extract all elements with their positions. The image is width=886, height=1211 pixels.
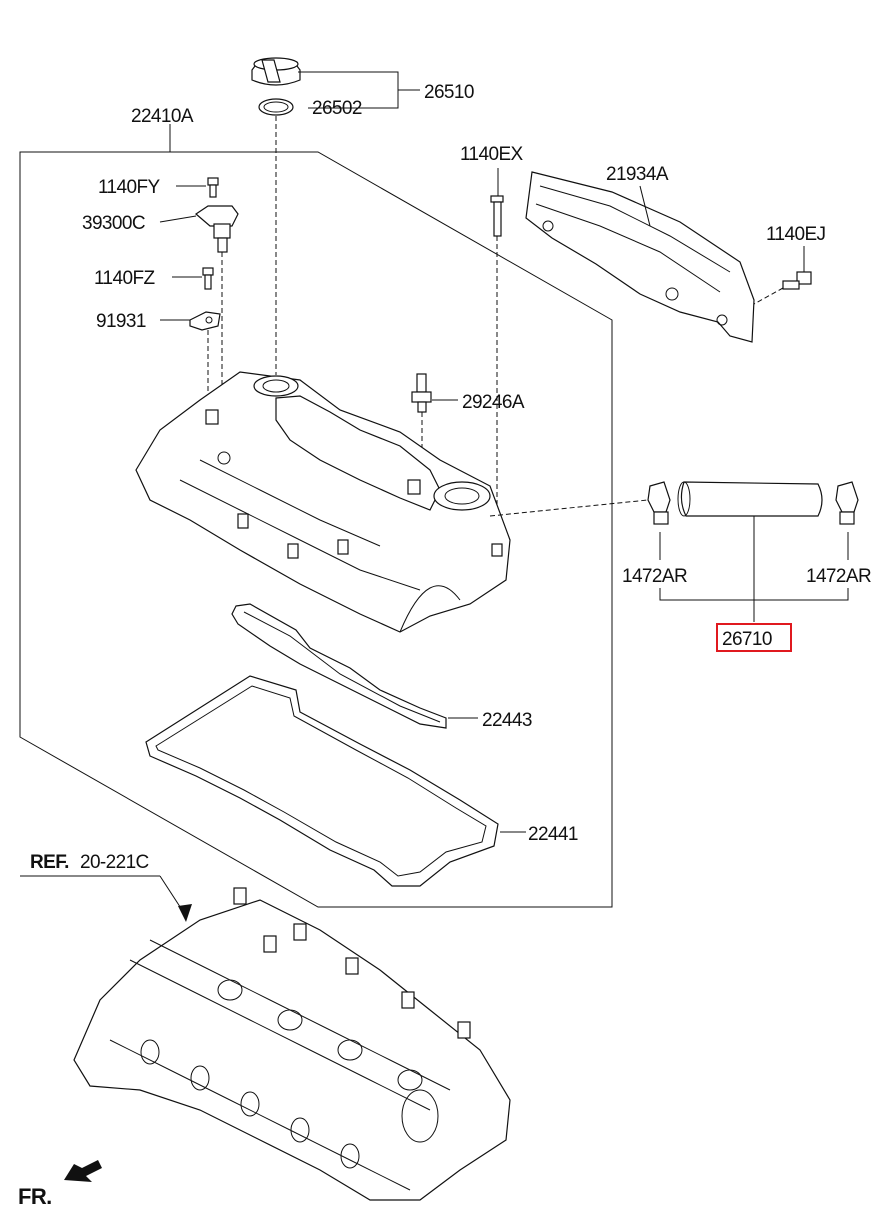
assembly-boundary — [19, 151, 613, 908]
label-1140ej[interactable]: 1140EJ — [766, 224, 826, 245]
dash-hose — [489, 499, 649, 517]
gasket-22441[interactable] — [145, 675, 499, 887]
cylinder-head-ref[interactable] — [73, 887, 511, 1201]
label-1140ex[interactable]: 1140EX — [460, 144, 524, 165]
label-ref-prefix: REF. — [30, 852, 69, 873]
label-26502[interactable]: 26502 — [312, 98, 362, 119]
label-1140fz[interactable]: 1140FZ — [94, 268, 156, 289]
oil-cap-gasket[interactable] — [258, 98, 294, 116]
bracket-91931[interactable] — [189, 311, 221, 331]
heat-shield-21934a[interactable] — [525, 171, 755, 343]
label-39300c[interactable]: 39300C — [82, 213, 146, 234]
gasket-22443[interactable] — [231, 603, 447, 729]
valve-cover[interactable] — [135, 371, 511, 633]
breather-hose-26710[interactable] — [677, 481, 823, 517]
label-26710[interactable]: 26710 — [722, 629, 772, 650]
bolt-1140fy[interactable] — [207, 177, 219, 198]
label-front: FR. — [18, 1184, 52, 1209]
label-1140fy[interactable]: 1140FY — [98, 177, 161, 198]
label-29246a[interactable]: 29246A — [462, 392, 525, 413]
bolt-1140fz[interactable] — [202, 267, 214, 290]
oil-filler-cap[interactable] — [251, 57, 301, 86]
label-22441[interactable]: 22441 — [528, 824, 578, 845]
front-arrow-icon — [64, 1160, 102, 1182]
clamp-right-1472ar[interactable] — [835, 481, 859, 525]
highlight-26710 — [716, 623, 792, 652]
leader-clamps-bottom — [659, 588, 849, 601]
label-22410a[interactable]: 22410A — [131, 106, 194, 127]
label-91931[interactable]: 91931 — [96, 311, 146, 332]
label-26510[interactable]: 26510 — [424, 82, 474, 103]
pcv-valve-29246a[interactable] — [411, 373, 432, 413]
ref-arrow-icon — [178, 904, 192, 922]
label-ref-number[interactable]: 20-221C — [80, 852, 149, 873]
label-22443[interactable]: 22443 — [482, 710, 532, 731]
label-1472ar-right[interactable]: 1472AR — [806, 566, 872, 587]
cam-sensor-39300c[interactable] — [195, 205, 239, 253]
dash-1140ej — [753, 287, 784, 305]
leader-39300c — [159, 215, 197, 223]
bolt-1140ex[interactable] — [490, 195, 504, 237]
label-21934a[interactable]: 21934A — [606, 164, 669, 185]
clamp-left-1472ar[interactable] — [647, 481, 671, 525]
label-1472ar-left[interactable]: 1472AR — [622, 566, 688, 587]
leader-21934a — [639, 185, 651, 227]
bolt-1140ej[interactable] — [782, 271, 812, 290]
